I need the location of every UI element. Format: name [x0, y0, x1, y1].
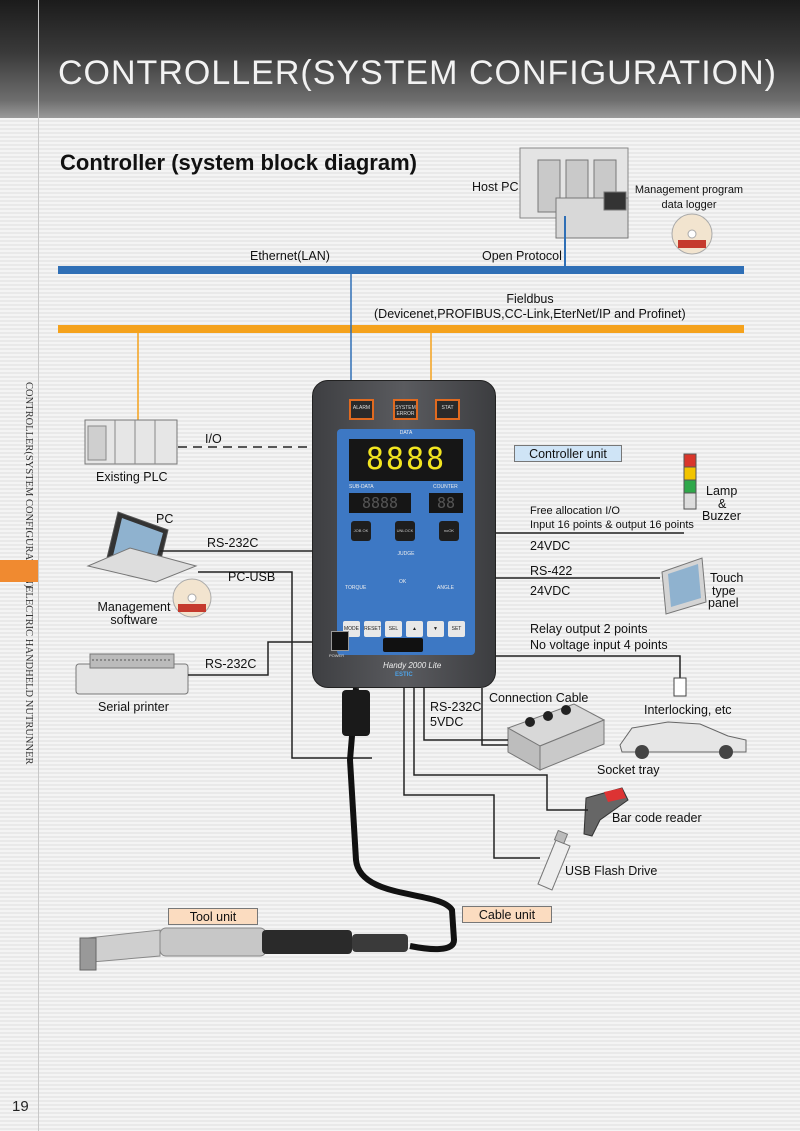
- ethernet-bus: [58, 266, 744, 274]
- open-protocol-label: Open Protocol: [482, 249, 562, 263]
- pc-usb-label: PC-USB: [228, 570, 276, 584]
- vdc-24-label-1: 24VDC: [530, 539, 571, 553]
- management-program-cd-icon: [671, 213, 713, 255]
- rs232c-bottom-label: RS-232C: [430, 700, 482, 714]
- key-row: MODE RESET SEL ▲ ▼ SET: [337, 621, 475, 639]
- io-points-label: Input 16 points & output 16 points: [530, 519, 694, 531]
- amp-label: &: [718, 497, 727, 511]
- page-title: CONTROLLER(SYSTEM CONFIGURATION): [58, 54, 777, 92]
- power-switch[interactable]: [331, 631, 349, 651]
- host-pc-label: Host PC: [472, 180, 519, 194]
- section-title: Controller (system block diagram): [60, 150, 417, 175]
- fieldbus-label: Fieldbus: [506, 292, 554, 306]
- nutrunner-tool-icon: [79, 927, 408, 971]
- signal-lamp-icon: [683, 453, 697, 510]
- management-software-label-1: Management: [97, 600, 171, 614]
- controller-maker-logo: ESTIC: [395, 672, 413, 678]
- io-label: I/O: [205, 432, 222, 446]
- connection-cable-label: Connection Cable: [489, 691, 589, 705]
- novoltage-label: No voltage input 4 points: [530, 638, 668, 652]
- main-display: 8888: [349, 439, 463, 481]
- stat-lamp: STAT: [435, 399, 460, 420]
- management-software-label-2: software: [110, 613, 158, 627]
- serial-printer-label: Serial printer: [98, 700, 169, 714]
- set-key[interactable]: SET: [448, 621, 465, 637]
- buzzer-label: Buzzer: [702, 509, 741, 523]
- usb-flash-drive-icon: [537, 829, 571, 891]
- counter-display: 88: [429, 493, 463, 513]
- existing-plc-label: Existing PLC: [96, 470, 168, 484]
- fieldbus-bus: [58, 325, 744, 333]
- serial-printer-icon: [75, 653, 189, 695]
- touch-label-1: Touch: [710, 571, 744, 585]
- plc-icon: [84, 419, 178, 465]
- data-caption: DATA: [399, 430, 413, 436]
- sub-display: 8888: [349, 493, 411, 513]
- socket-tray-label: Socket tray: [597, 763, 660, 777]
- job-ok-button[interactable]: JOB OK: [351, 521, 371, 541]
- reset-key[interactable]: RESET: [364, 621, 381, 637]
- host-pc-icon: [519, 147, 629, 239]
- power-caption: POWER: [329, 653, 345, 658]
- controller-model-name: Handy 2000 Lite: [383, 661, 442, 670]
- free-io-label: Free allocation I/O: [530, 505, 620, 517]
- up-key[interactable]: ▲: [406, 621, 423, 637]
- side-rule: [38, 0, 39, 1131]
- relay-label: Relay output 2 points: [530, 622, 648, 636]
- data-logger-label: data logger: [661, 199, 717, 211]
- ethernet-label: Ethernet(LAN): [250, 249, 330, 263]
- pc-label: PC: [156, 512, 174, 526]
- vdc-5-label: 5VDC: [430, 715, 464, 729]
- usb-flash-label: USB Flash Drive: [565, 864, 658, 878]
- rs422-label: RS-422: [530, 564, 573, 578]
- unlock-button[interactable]: UNLOCK: [395, 521, 415, 541]
- car-icon: [619, 721, 747, 759]
- controller-unit-tag: Controller unit: [514, 445, 622, 462]
- rs232c-pc-label: RS-232C: [207, 536, 259, 550]
- page-number: 19: [12, 1098, 29, 1115]
- rs232c-printer-label: RS-232C: [205, 657, 257, 671]
- side-chapter-label: ELECTRIC HANDHELD NUTRUNNER: [23, 586, 34, 765]
- barcode-reader-icon: [583, 787, 629, 837]
- lamp-label: Lamp: [706, 484, 738, 498]
- side-section-marker: [0, 560, 38, 582]
- sel-key[interactable]: SEL: [385, 621, 402, 637]
- side-section-label: CONTROLLER(SYSTEM CONFIGURATION): [23, 382, 34, 588]
- barcode-reader-label: Bar code reader: [612, 811, 702, 825]
- sub-data-caption: SUB-DATA: [349, 484, 374, 490]
- vdc-24-label-2: 24VDC: [530, 584, 571, 598]
- controller-device: ALARM SYSTEM ERROR STAT DATA 8888 SUB-DA…: [312, 380, 496, 688]
- page-header: CONTROLLER(SYSTEM CONFIGURATION): [0, 0, 800, 118]
- system-error-lamp: SYSTEM ERROR: [393, 399, 418, 420]
- controller-front-panel: DATA 8888 SUB-DATA COUNTER 8888 88 JOB O…: [337, 429, 475, 655]
- nok-button[interactable]: noOK: [439, 521, 459, 541]
- socket-tray-icon: [506, 703, 606, 771]
- management-software-cd-icon: [172, 578, 212, 618]
- cable-unit-tag: Cable unit: [462, 906, 552, 923]
- down-key[interactable]: ▼: [427, 621, 444, 637]
- touch-label-3: panel: [708, 596, 739, 610]
- alarm-lamp: ALARM: [349, 399, 374, 420]
- ok-caption: OK: [399, 579, 407, 585]
- fieldbus-list-label: (Devicenet,PROFIBUS,CC-Link,EterNet/IP a…: [374, 307, 686, 321]
- judge-caption: JUDGE: [397, 551, 415, 557]
- touch-panel-icon: [661, 557, 707, 615]
- usb-port: [383, 638, 423, 652]
- tool-unit-tag: Tool unit: [168, 908, 258, 925]
- interlocking-label: Interlocking, etc: [644, 703, 732, 717]
- torque-caption: TORQUE: [345, 585, 367, 591]
- laptop-icon: [86, 511, 198, 583]
- touch-label-2: type: [712, 584, 736, 598]
- counter-caption: COUNTER: [433, 484, 458, 490]
- management-program-label: Management program: [634, 184, 744, 196]
- angle-caption: ANGLE: [437, 585, 454, 591]
